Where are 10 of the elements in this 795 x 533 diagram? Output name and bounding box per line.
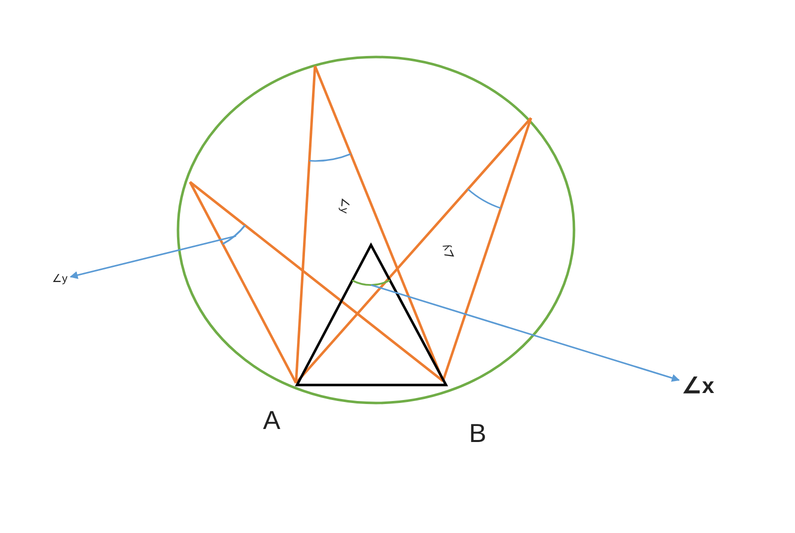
vertex-label: B bbox=[469, 420, 486, 446]
vertex-label: A bbox=[263, 407, 280, 433]
angle-label: ∠y bbox=[52, 274, 68, 285]
angle-arc bbox=[222, 224, 246, 245]
leader-arrow bbox=[370, 284, 680, 382]
angle-label: ∠x bbox=[682, 375, 714, 397]
angle-label: ∠y bbox=[338, 197, 350, 214]
angle-label: ∠y bbox=[440, 242, 457, 261]
leader-arrow bbox=[70, 235, 236, 279]
angle-arc bbox=[352, 279, 390, 286]
